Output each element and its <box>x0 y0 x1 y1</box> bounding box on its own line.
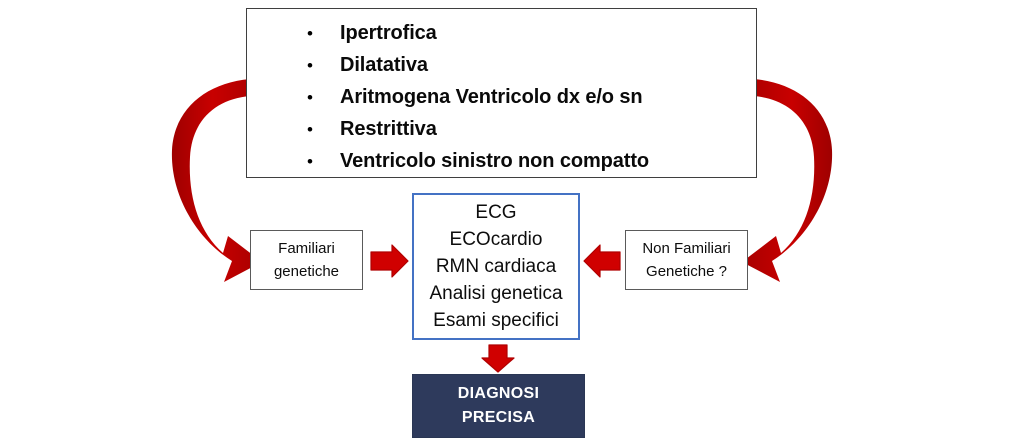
list-item: • Aritmogena Ventricolo dx e/o sn <box>307 81 750 113</box>
familial-genetic-box: Familiari genetiche <box>250 230 363 290</box>
condition-label: Aritmogena Ventricolo dx e/o sn <box>340 86 643 108</box>
arrow-right-to-center <box>583 244 621 278</box>
list-item: • Ventricolo sinistro non compatto <box>307 145 750 177</box>
non-familial-genetic-line-1: Non Familiari <box>642 240 731 257</box>
arrow-center-to-diagnosis <box>481 344 515 373</box>
bullet-icon: • <box>307 56 313 75</box>
conditions-box: • Ipertrofica • Dilatativa • Aritmogena … <box>246 8 757 178</box>
familial-genetic-line-1: Familiari <box>278 240 335 257</box>
list-item: • Restrittiva <box>307 113 750 145</box>
exam-item-rmn-cardiaca: RMN cardiaca <box>435 256 557 277</box>
diagnosis-box: DIAGNOSI PRECISA <box>412 374 585 438</box>
arrow-left-to-center <box>370 244 409 278</box>
exam-item-esami-specifici: Esami specifici <box>433 310 559 331</box>
list-item: • Dilatativa <box>307 49 750 81</box>
exam-item-ecg: ECG <box>475 202 517 223</box>
conditions-list: • Ipertrofica • Dilatativa • Aritmogena … <box>307 17 750 177</box>
non-familial-genetic-box: Non Familiari Genetiche ? <box>625 230 748 290</box>
familial-genetic-line-2: genetiche <box>273 263 340 280</box>
condition-label: Dilatativa <box>340 54 428 76</box>
bullet-icon: • <box>307 24 313 43</box>
bullet-icon: • <box>307 88 313 107</box>
list-item: • Ipertrofica <box>307 17 750 49</box>
diagnosis-line-1: DIAGNOSI <box>457 385 540 402</box>
diagnosis-line-2: PRECISA <box>461 409 536 426</box>
exams-box: ECG ECOcardio RMN cardiaca Analisi genet… <box>412 193 580 340</box>
non-familial-genetic-line-2: Genetiche ? <box>646 263 727 280</box>
condition-label: Ventricolo sinistro non compatto <box>340 150 650 172</box>
exam-item-analisi-genetica: Analisi genetica <box>429 283 563 304</box>
condition-label: Ipertrofica <box>340 22 437 44</box>
condition-label: Restrittiva <box>340 118 437 140</box>
bullet-icon: • <box>307 152 313 171</box>
exam-item-ecocardio: ECOcardio <box>449 229 543 250</box>
bullet-icon: • <box>307 120 313 139</box>
